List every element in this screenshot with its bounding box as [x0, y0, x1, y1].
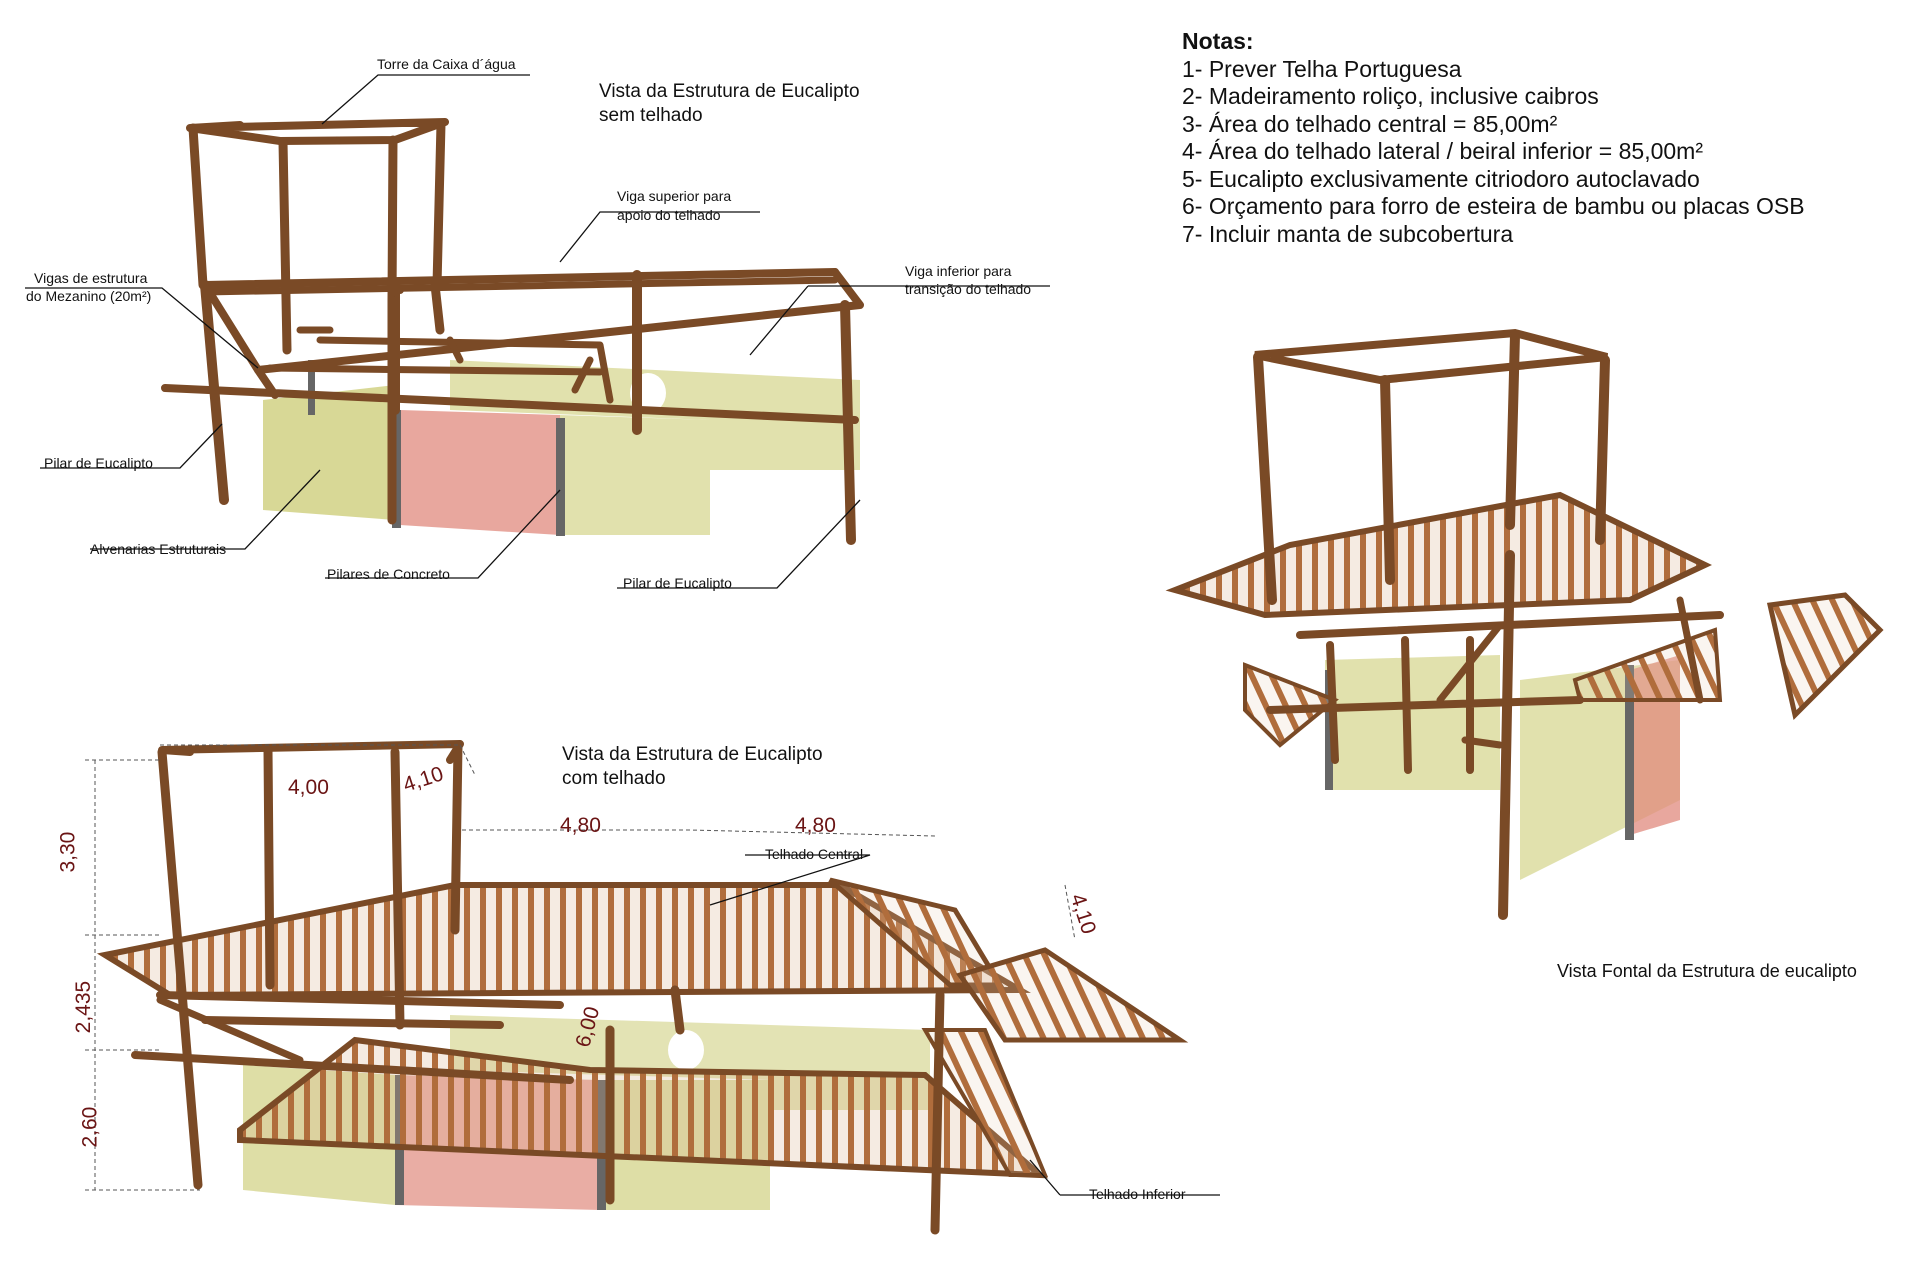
view-bottom-structure [96, 740, 1189, 1235]
view-top-title-line1: Vista da Estrutura de Eucalipto [599, 81, 860, 102]
dimension-2-435: 2,435 [72, 980, 96, 1034]
note-item: 6- Orçamento para forro de esteira de ba… [1182, 193, 1805, 219]
right-wing-roof [955, 947, 1189, 1043]
view-bottom-title-line1: Vista da Estrutura de Eucalipto [562, 744, 823, 765]
label-viga-inferior-line2: transição do telhado [905, 281, 1032, 297]
note-item: 4- Área do telhado lateral / beiral infe… [1182, 138, 1703, 164]
notes-title: Notas: [1182, 28, 1254, 54]
label-pilares-concreto: Pilares de Concreto [327, 566, 450, 582]
concrete-pillar-3 [308, 360, 315, 415]
view-front-structure [1165, 328, 1884, 920]
front-wall-left [1325, 655, 1500, 790]
dimension-4-00: 4,00 [288, 776, 329, 799]
concrete-pillar-2 [556, 418, 565, 536]
label-telhado-inferior: Telhado Inferior [1089, 1186, 1186, 1202]
note-item: 7- Incluir manta de subcobertura [1182, 220, 1514, 247]
front-concrete-pillar-2 [1325, 670, 1333, 790]
front-concrete-pillar [1625, 665, 1634, 840]
front-roof-left-wing [1243, 662, 1339, 748]
dimension-4-80-b: 4,80 [795, 814, 836, 837]
label-viga-superior-line1: Viga superior para [617, 188, 732, 204]
view-bottom-title-line2: com telhado [562, 768, 666, 789]
label-pilar-eucalipto-left: Pilar de Eucalipto [44, 455, 153, 471]
label-vigas-mezanino-line2: do Mezanino (20m²) [26, 288, 152, 304]
dimension-2-60: 2,60 [78, 1106, 102, 1148]
view-bottom-leaders [709, 854, 1220, 1196]
dimension-4-80-a: 4,80 [560, 814, 601, 837]
view-front-title: Vista Fontal da Estrutura de eucalipto [1557, 961, 1857, 981]
label-telhado-central: Telhado Central [765, 846, 864, 862]
note-item: 1- Prever Telha Portuguesa [1182, 55, 1462, 82]
front-roof-right-lower [1572, 627, 1723, 702]
label-alvenarias-estruturais: Alvenarias Estruturais [90, 541, 227, 557]
front-roof-main [1165, 491, 1712, 619]
lower-roof-right [921, 1028, 1048, 1177]
wall-red [400, 410, 560, 535]
label-torre-caixa-dagua: Torre da Caixa d´água [377, 56, 516, 72]
notes-panel: Notas: 1- Prever Telha Portuguesa 2- Mad… [1182, 28, 1805, 248]
view-bottom-dimension-lines [85, 744, 1076, 1191]
front-roof-right-wing [1766, 592, 1884, 720]
label-pilar-eucalipto-right: Pilar de Eucalipto [623, 575, 732, 591]
label-viga-inferior-line1: Viga inferior para [905, 263, 1012, 279]
note-item: 3- Área do telhado central = 85,00m² [1182, 110, 1558, 137]
view-top-title-line2: sem telhado [599, 105, 703, 126]
label-vigas-mezanino-line1: Vigas de estrutura [34, 270, 148, 286]
wall-yellow-left [263, 385, 395, 520]
dimension-3-30: 3,30 [56, 831, 80, 873]
note-item: 5- Eucalipto exclusivamente citriodoro a… [1182, 165, 1700, 192]
wall-yellow-mid [560, 415, 710, 535]
wall-yellow-back [450, 360, 860, 470]
wall-opening-lower [668, 1030, 704, 1070]
view-top-leaders [25, 74, 1050, 589]
view-top-structure [161, 118, 864, 545]
label-viga-superior-line2: apoio do telhado [617, 207, 721, 223]
note-item: 2- Madeiramento roliço, inclusive caibro… [1182, 83, 1599, 109]
